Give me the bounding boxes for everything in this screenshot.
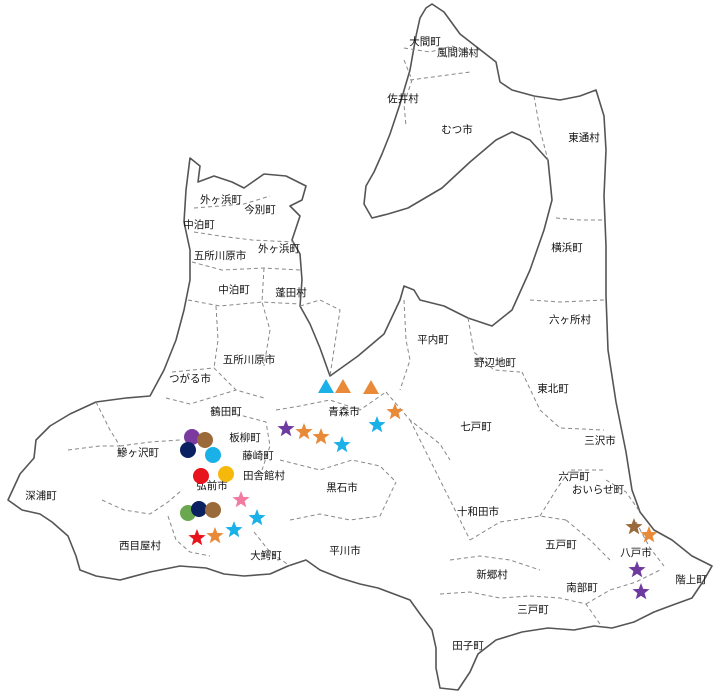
marker-star-23 [206,527,224,544]
prefecture-outline [7,3,713,691]
label-hashikami: 階上町 [675,574,707,586]
label-kazamaura: 風間浦村 [437,46,479,59]
label-hachinohe: 八戸市 [620,546,652,559]
municipality-labels: 大間町 風間浦村 佐井村 むつ市 東通村 外ヶ浜町 今別町 中泊町 外ヶ浜町 五… [25,35,707,652]
marker-circle-11 [197,432,213,448]
marker-circle-12 [180,442,196,458]
marker-star-26 [628,561,646,578]
label-oma: 大間町 [409,35,441,48]
label-ajigasawa: 鰺ヶ沢町 [117,446,159,459]
marker-star-7 [295,423,313,440]
label-fukaura: 深浦町 [25,489,57,502]
marker-circle-14 [193,468,209,484]
municipal-borders [67,45,665,625]
label-nanbu: 南部町 [566,581,598,594]
label-nakadomari-north: 中泊町 [183,218,215,231]
label-oirase: おいらせ町 [572,484,625,496]
marker-star-27 [632,583,650,600]
marker-star-6 [277,420,295,437]
label-sannohe: 三戸町 [517,604,549,616]
marker-star-25 [640,526,658,543]
marker-star-21 [225,521,243,538]
label-hirakawa: 平川市 [329,544,361,557]
label-nishimeya: 西目屋村 [119,539,161,552]
label-nakadomari: 中泊町 [218,283,250,296]
label-towada: 十和田市 [457,505,499,518]
label-itayanagi: 板柳町 [229,431,261,444]
label-aomori: 青森市 [328,405,360,418]
label-inakadate: 田舎館村 [243,469,285,482]
label-yomogita: 蓬田村 [275,286,307,299]
label-tsugaru: つがる市 [169,372,211,385]
map-markers [180,379,658,600]
label-imabetsu: 今別町 [244,203,276,216]
marker-star-16 [232,491,250,508]
label-sai: 佐井村 [387,92,419,105]
label-gonohe: 五戸町 [545,539,577,551]
marker-star-9 [333,436,351,453]
label-shichinohe: 七戸町 [460,421,492,433]
marker-star-5 [368,416,386,433]
marker-star-8 [312,428,330,445]
label-sotogahama-north: 外ヶ浜町 [200,194,242,206]
marker-triangle-3 [363,380,379,394]
marker-triangle-2 [335,379,351,393]
label-goshogawara: 五所川原市 [223,353,276,366]
marker-circle-10 [184,429,200,445]
marker-star-4 [386,403,404,420]
label-goshogawara-north: 五所川原市 [194,249,247,262]
marker-star-20 [248,509,266,526]
label-kuroishi: 黒石市 [326,481,358,494]
label-fujisaki: 藤崎町 [242,449,274,462]
label-tsuruta: 鶴田町 [210,405,242,418]
label-yokohama: 横浜町 [551,241,583,254]
label-sotogahama: 外ヶ浜町 [258,243,300,255]
label-tohoku: 東北町 [537,382,569,395]
label-owani: 大鰐町 [250,549,282,562]
marker-star-24 [625,518,643,535]
label-takko: 田子町 [452,640,484,652]
marker-circle-13 [205,447,221,463]
label-hiranai: 平内町 [417,333,449,346]
label-rokunohe: 六戸町 [558,471,590,483]
label-rokkasho: 六ヶ所村 [549,313,591,326]
label-misawa: 三沢市 [584,434,616,447]
marker-star-22 [188,529,206,546]
label-mutsu: むつ市 [441,123,473,136]
marker-triangle-1 [318,379,334,393]
marker-circle-18 [191,501,207,517]
marker-circle-19 [205,502,221,518]
label-higashidori: 東通村 [568,131,600,144]
label-noheji: 野辺地町 [474,356,516,369]
marker-circle-15 [218,466,234,482]
label-shingo: 新郷村 [476,568,508,581]
